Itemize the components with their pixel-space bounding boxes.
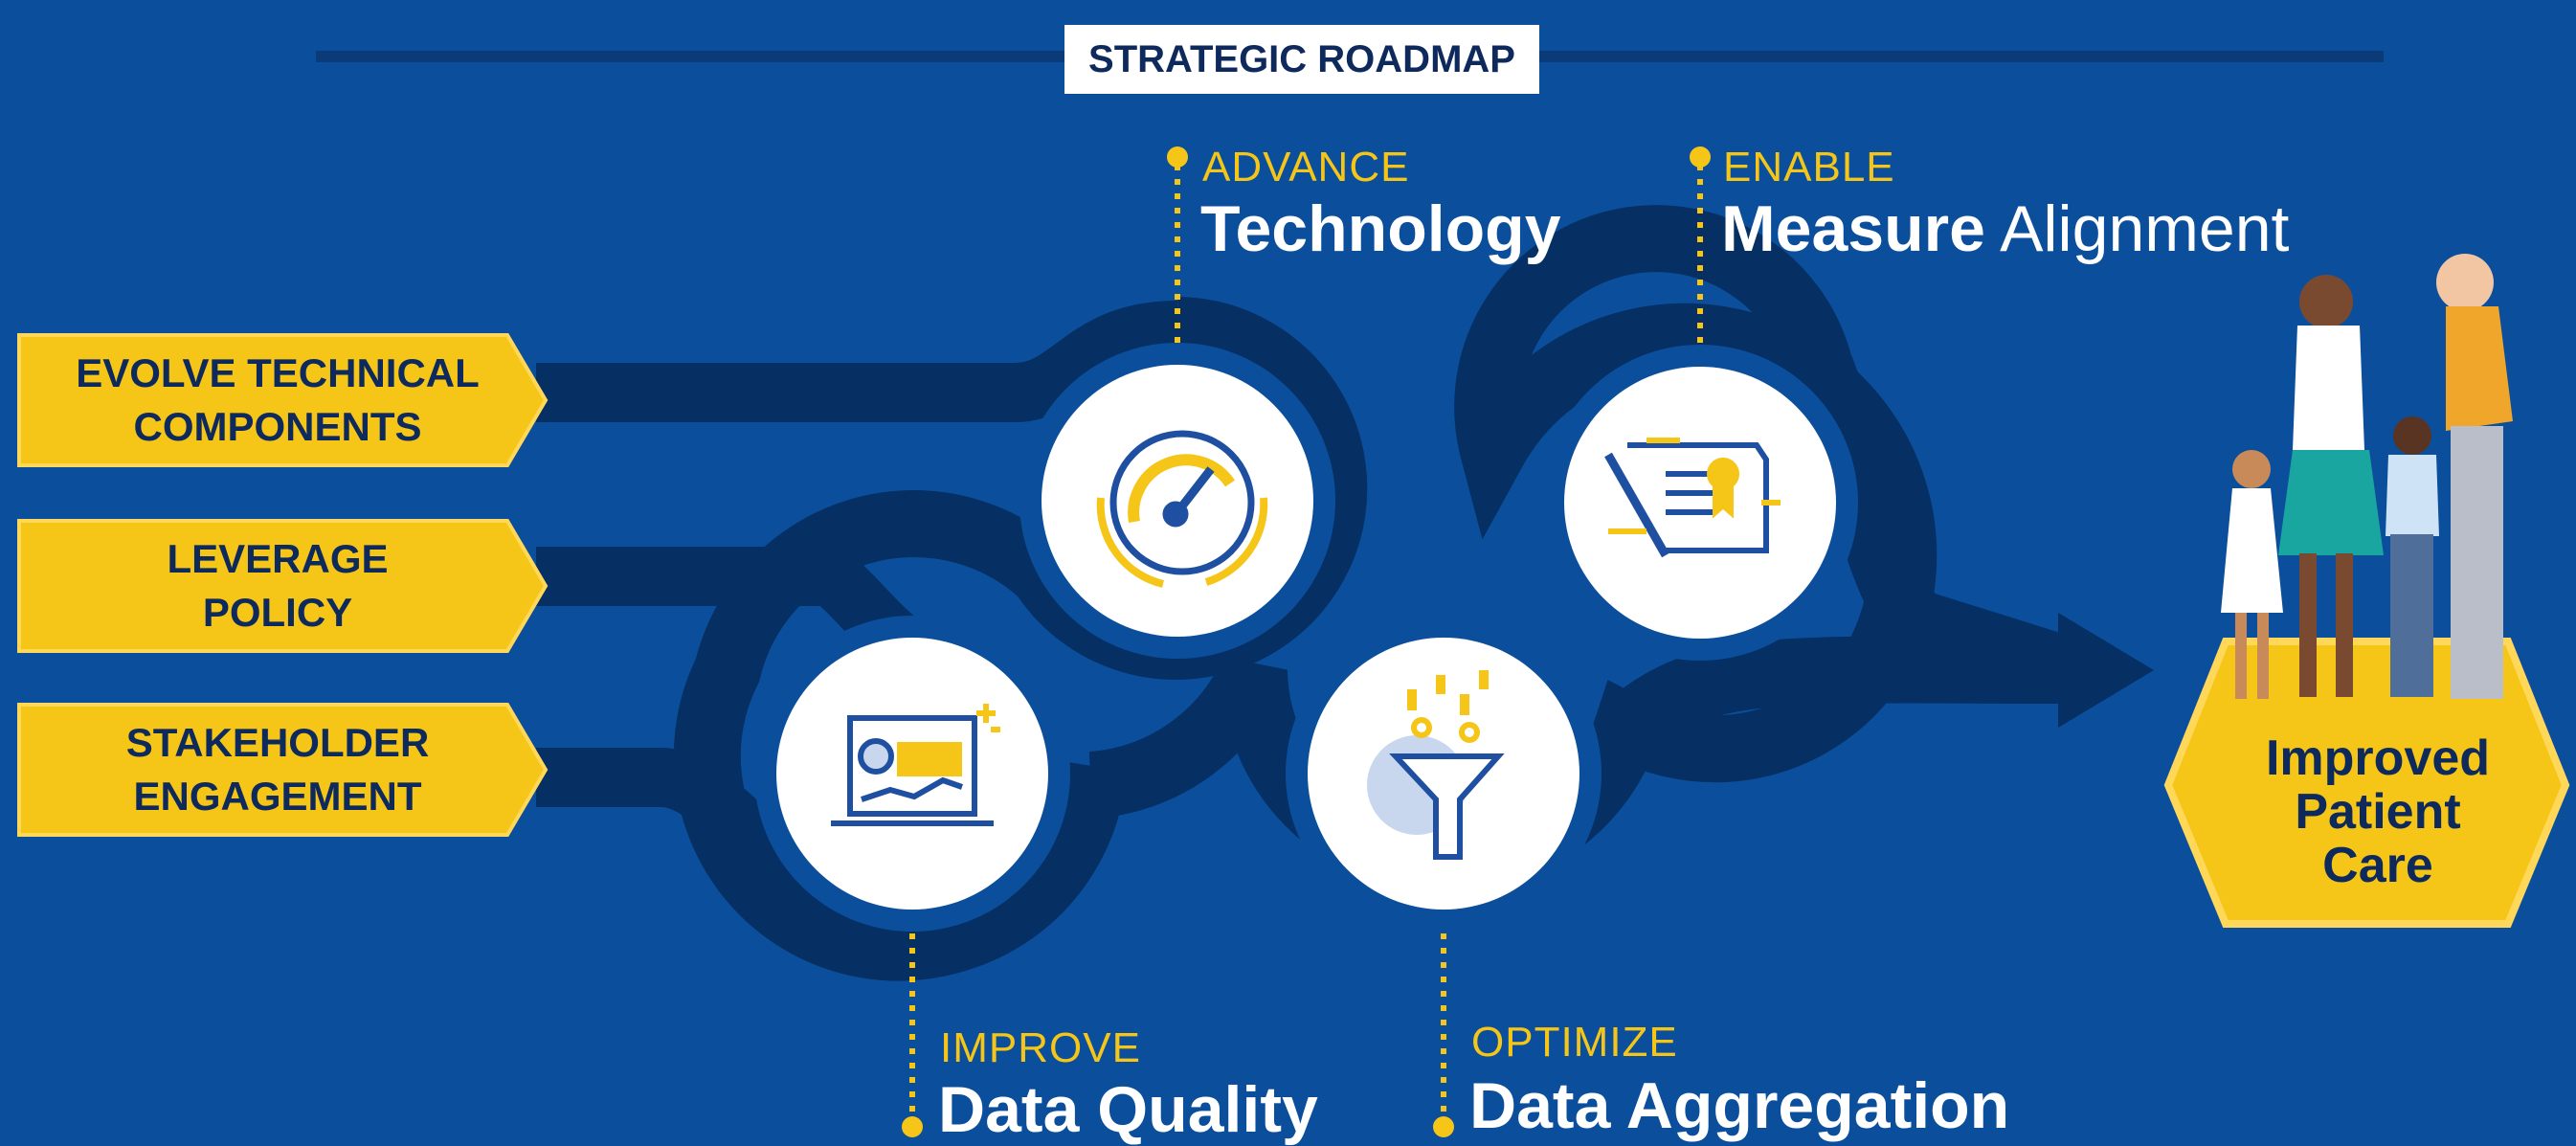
swirl-improve	[673, 490, 1125, 981]
input-arrow-3	[17, 703, 549, 837]
input-label-leverage-policy: LEVERAGE POLICY	[38, 532, 517, 640]
advance-verb: ADVANCE	[1202, 144, 1410, 191]
advance-title-bold: Technology	[1200, 192, 1561, 265]
improve-title: Data Quality	[938, 1072, 1318, 1146]
input-label-technical-components: EVOLVE TECHNICAL COMPONENTS	[38, 347, 517, 454]
input-arrow-2	[17, 519, 549, 653]
circle-enable	[1564, 367, 1836, 639]
enable-title-bold: Measure	[1721, 192, 1985, 265]
laptop-dashboard-icon	[831, 704, 1000, 826]
input-label-line: EVOLVE TECHNICAL	[76, 350, 480, 395]
road-exit	[1604, 636, 2069, 753]
roadmap-title: STRATEGIC ROADMAP	[1064, 25, 1539, 94]
enable-verb: ENABLE	[1723, 144, 1895, 191]
input-label-line: ENGAGEMENT	[133, 774, 422, 819]
advance-title: Technology	[1200, 191, 1561, 266]
enable-title-rest: Alignment	[1984, 192, 2290, 265]
input-label-line: POLICY	[202, 590, 353, 635]
optimize-verb: OPTIMIZE	[1471, 1019, 1678, 1066]
optimize-title-bold: Data Aggregation	[1469, 1069, 2010, 1142]
swirl-enable	[1454, 205, 2078, 703]
input-arrows	[17, 333, 549, 837]
input-label-stakeholder-engagement: STAKEHOLDER ENGAGEMENT	[38, 716, 517, 823]
input-arrow-1	[17, 333, 549, 467]
enable-title: Measure Alignment	[1721, 191, 2289, 266]
data-funnel-icon	[1367, 670, 1505, 860]
speedometer-icon	[1096, 430, 1268, 588]
circle-advance	[1042, 365, 1313, 637]
goal-text: Improved Patient Care	[2192, 731, 2564, 892]
optimize-title: Data Aggregation	[1469, 1068, 2009, 1143]
goal-hexagon	[2163, 638, 2570, 928]
certificate-document-icon	[1604, 438, 1781, 558]
improve-verb: IMPROVE	[940, 1024, 1141, 1071]
input-label-line: STAKEHOLDER	[125, 720, 430, 765]
road-top	[536, 301, 1178, 422]
main-arrow-head	[2058, 613, 2154, 728]
family-illustration	[2221, 254, 2513, 699]
goal-line: Patient	[2295, 784, 2461, 840]
goal-line: Improved	[2265, 730, 2491, 786]
leader-lines	[909, 165, 1703, 1122]
improve-title-bold: Data Quality	[938, 1073, 1318, 1146]
input-label-line: LEVERAGE	[167, 536, 389, 581]
milestone-circles	[754, 343, 1858, 932]
goal-line: Care	[2322, 838, 2433, 893]
leader-dots	[902, 146, 1711, 1137]
input-label-line: COMPONENTS	[133, 404, 422, 449]
